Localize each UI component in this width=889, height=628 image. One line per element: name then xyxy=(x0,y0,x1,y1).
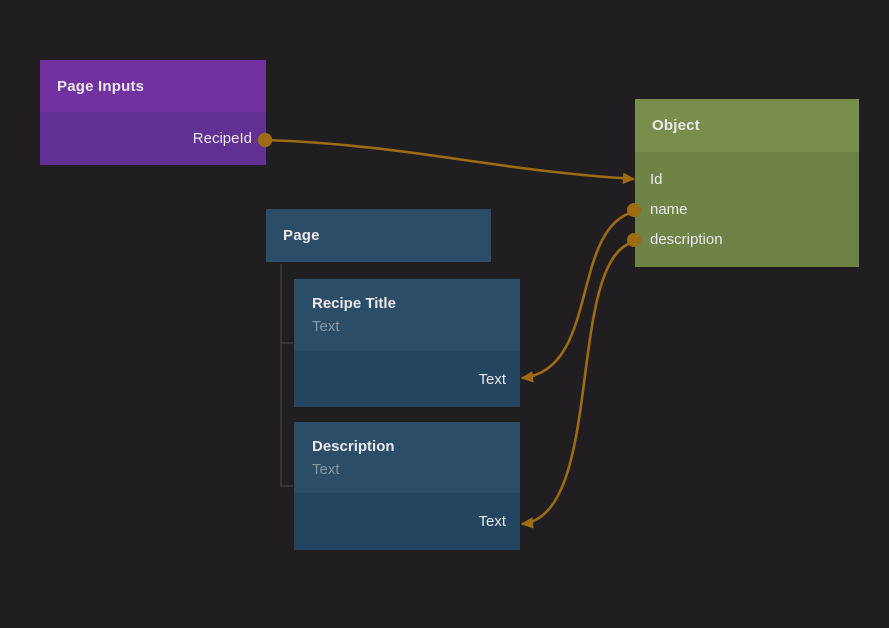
description-text-input-port[interactable]: Text xyxy=(478,513,506,530)
connection-description-to-description-text[interactable] xyxy=(520,240,634,529)
description-type: Text xyxy=(312,461,340,478)
recipe-title-body: Text xyxy=(294,351,520,407)
object-field-name[interactable]: name xyxy=(650,200,688,218)
recipe-title-header: Recipe Title Text xyxy=(294,279,520,351)
page-inputs-title: Page Inputs xyxy=(40,60,266,112)
object-field-description[interactable]: description xyxy=(650,230,723,248)
object-title: Object xyxy=(635,99,859,152)
recipe-title-text-input-port[interactable]: Text xyxy=(478,370,506,388)
object-field-id[interactable]: Id xyxy=(650,170,663,188)
object-node[interactable]: Object Id name description xyxy=(635,99,859,267)
description-label: Description xyxy=(312,438,395,455)
connection-name-to-recipe-title-text[interactable] xyxy=(520,210,634,383)
recipe-title-label: Recipe Title xyxy=(312,295,396,312)
page-title: Page xyxy=(266,209,491,262)
recipe-title-component-node[interactable]: Recipe Title Text Text xyxy=(294,279,520,407)
description-component-node[interactable]: Description Text Text xyxy=(294,422,520,550)
page-node[interactable]: Page xyxy=(266,209,491,262)
page-inputs-body: RecipeId xyxy=(40,112,266,165)
recipeid-output-field[interactable]: RecipeId xyxy=(192,130,252,147)
page-inputs-node[interactable]: Page Inputs RecipeId xyxy=(40,60,266,165)
page-tree-connector xyxy=(280,264,293,487)
recipe-title-type: Text xyxy=(312,318,340,335)
description-body: Text xyxy=(294,493,520,550)
object-body: Id name description xyxy=(635,152,859,267)
description-header: Description Text xyxy=(294,422,520,493)
connection-recipeid-to-id[interactable] xyxy=(265,138,636,185)
